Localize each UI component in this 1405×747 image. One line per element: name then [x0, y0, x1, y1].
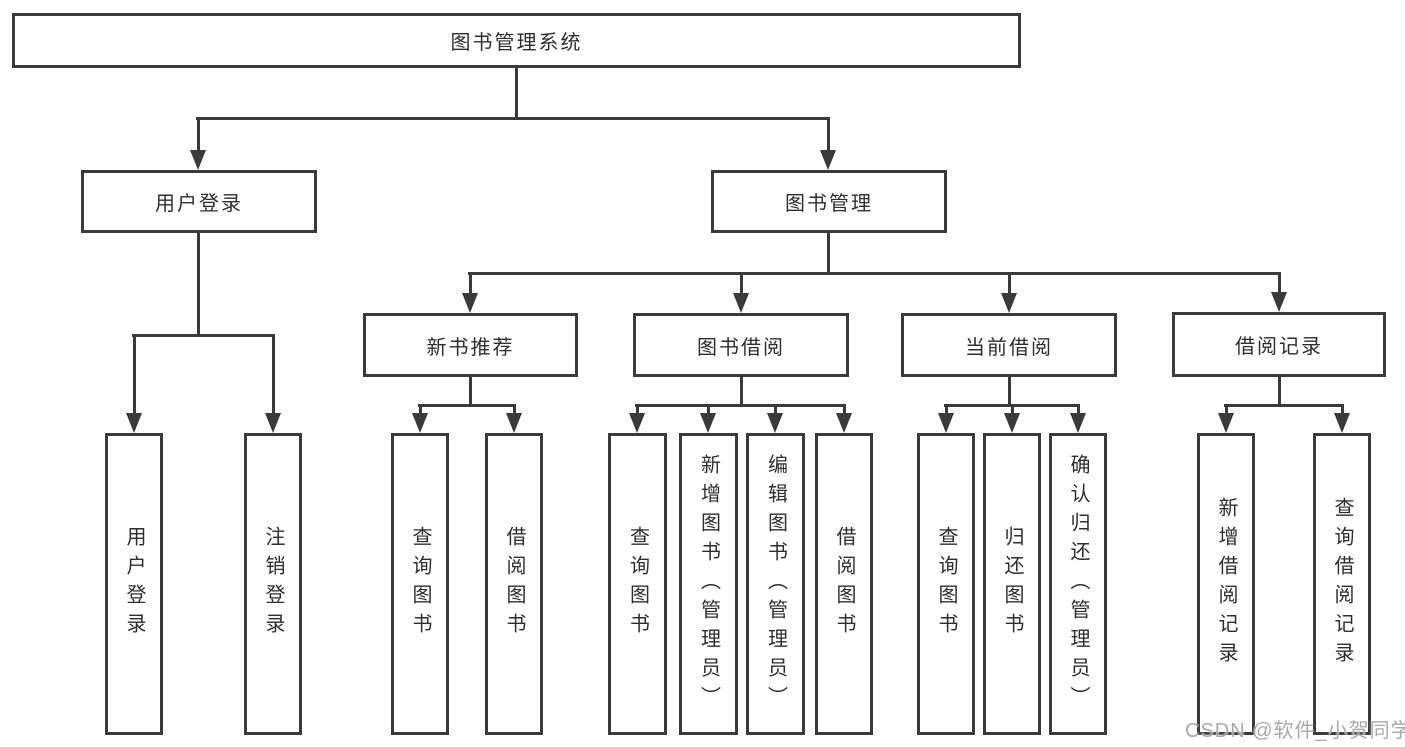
- csdn-watermark: CSDN @软件_小贺同学: [1185, 720, 1405, 742]
- node-label: 新增借阅记录: [1215, 497, 1237, 671]
- arrowhead-down-icon: [1004, 413, 1020, 433]
- node-leaf-add-books-admin: 新增图书（管理员）: [679, 433, 738, 735]
- node-book-borrow: 图书借阅: [633, 313, 849, 377]
- arrowhead-down-icon: [767, 413, 783, 433]
- node-label: 注销登录: [262, 526, 284, 642]
- connector-line-horizontal: [468, 272, 1281, 275]
- node-leaf-query-books-3: 查询图书: [917, 433, 975, 735]
- arrowhead-down-icon: [629, 413, 645, 433]
- node-library-management-system: 图书管理系统: [12, 13, 1021, 68]
- arrowhead-down-icon: [733, 293, 749, 313]
- node-leaf-query-books-2: 查询图书: [608, 433, 667, 735]
- node-label: 图书管理系统: [450, 32, 583, 54]
- node-leaf-borrow-books-1: 借阅图书: [485, 433, 543, 735]
- node-leaf-add-borrow-record: 新增借阅记录: [1197, 433, 1255, 735]
- arrowhead-down-icon: [190, 150, 206, 170]
- connector-line-vertical: [1278, 377, 1281, 406]
- arrowhead-down-icon: [126, 413, 142, 433]
- node-label: 归还图书: [1001, 526, 1023, 642]
- node-leaf-borrow-books-2: 借阅图书: [815, 433, 873, 735]
- node-label: 查询借阅记录: [1331, 497, 1353, 671]
- connector-line-vertical: [827, 233, 830, 274]
- node-new-book-recommend: 新书推荐: [363, 313, 578, 377]
- node-label: 图书借阅: [697, 336, 785, 359]
- node-leaf-query-books-1: 查询图书: [391, 433, 449, 735]
- node-current-borrow: 当前借阅: [901, 313, 1117, 377]
- node-label: 查询图书: [409, 526, 431, 642]
- node-label: 借阅图书: [833, 526, 855, 642]
- arrowhead-down-icon: [1070, 413, 1086, 433]
- connector-line-vertical: [740, 273, 743, 303]
- arrowhead-down-icon: [412, 413, 428, 433]
- node-book-management: 图书管理: [711, 170, 947, 233]
- arrowhead-down-icon: [700, 413, 716, 433]
- node-label: 查询图书: [626, 526, 649, 642]
- node-leaf-logout: 注销登录: [244, 433, 302, 735]
- node-label: 新增图书（管理员）: [697, 453, 720, 715]
- connector-line-vertical: [1008, 273, 1011, 303]
- connector-line-vertical: [827, 118, 830, 160]
- connector-line-vertical: [197, 118, 200, 160]
- node-label: 当前借阅: [965, 336, 1053, 359]
- node-label: 查询图书: [935, 526, 957, 642]
- connector-line-vertical: [1278, 273, 1281, 302]
- arrowhead-down-icon: [265, 413, 281, 433]
- node-label: 用户登录: [155, 193, 243, 215]
- arrowhead-down-icon: [836, 413, 852, 433]
- node-leaf-confirm-return-admin: 确认归还（管理员）: [1049, 433, 1107, 735]
- connector-line-horizontal: [132, 334, 275, 337]
- node-borrow-records: 借阅记录: [1172, 312, 1386, 377]
- node-label: 图书管理: [785, 193, 873, 215]
- connector-line-vertical: [272, 335, 275, 423]
- connector-line-horizontal: [1224, 404, 1344, 407]
- connector-line-vertical: [133, 335, 136, 423]
- arrowhead-down-icon: [506, 413, 522, 433]
- node-label: 借阅图书: [503, 526, 525, 642]
- node-label: 确认归还（管理员）: [1067, 453, 1089, 715]
- node-label: 借阅记录: [1235, 336, 1323, 358]
- arrowhead-down-icon: [938, 413, 954, 433]
- arrowhead-down-icon: [462, 293, 478, 313]
- connector-line-horizontal: [418, 404, 516, 407]
- arrowhead-down-icon: [1218, 413, 1234, 433]
- node-user-login: 用户登录: [81, 170, 317, 233]
- connector-line-vertical: [1008, 377, 1011, 406]
- connector-line-vertical: [740, 377, 743, 406]
- connector-line-vertical: [469, 273, 472, 303]
- arrowhead-down-icon: [1271, 292, 1287, 312]
- connector-line-horizontal: [196, 117, 830, 120]
- connector-line-vertical: [515, 68, 518, 118]
- arrowhead-down-icon: [1001, 293, 1017, 313]
- connector-line-vertical: [197, 233, 200, 336]
- node-leaf-query-borrow-record: 查询借阅记录: [1313, 433, 1371, 735]
- connector-line-vertical: [469, 377, 472, 406]
- arrowhead-down-icon: [1334, 413, 1350, 433]
- connector-line-horizontal: [635, 404, 846, 407]
- node-label: 新书推荐: [426, 336, 515, 359]
- node-label: 编辑图书（管理员）: [764, 453, 787, 715]
- node-label: 用户登录: [123, 526, 145, 642]
- node-leaf-return-books: 归还图书: [983, 433, 1041, 735]
- arrowhead-down-icon: [820, 150, 836, 170]
- node-leaf-edit-books-admin: 编辑图书（管理员）: [746, 433, 805, 735]
- node-leaf-user-login: 用户登录: [105, 433, 163, 735]
